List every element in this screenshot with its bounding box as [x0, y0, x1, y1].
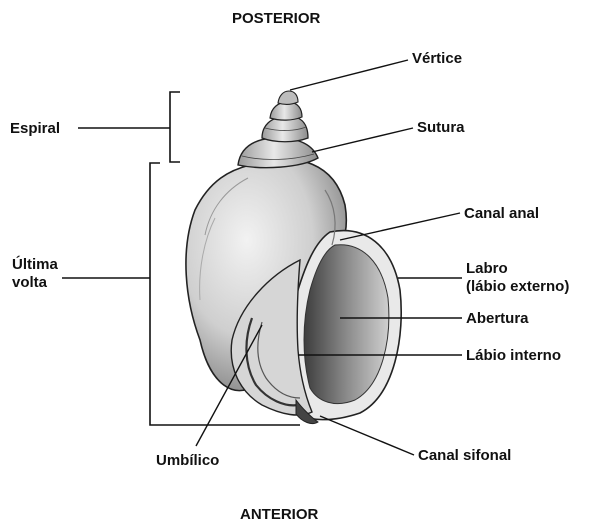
spire-whorl-3 — [238, 138, 318, 168]
leader-vertice — [290, 60, 408, 90]
label-espiral: Espiral — [10, 120, 60, 138]
leader-canal-anal — [340, 213, 460, 240]
orientation-bottom-label: ANTERIOR — [240, 506, 318, 524]
label-ultima-volta-line2: volta — [12, 274, 58, 292]
label-canal-sifonal: Canal sifonal — [418, 447, 511, 465]
label-ultima-volta-line1: Última — [12, 256, 58, 274]
bracket-espiral — [160, 92, 180, 162]
leader-sutura — [312, 128, 413, 152]
spire-apex — [278, 91, 298, 104]
label-vertice: Vértice — [412, 50, 462, 68]
orientation-top-label: POSTERIOR — [232, 10, 320, 28]
label-labro-line1: Labro — [466, 260, 569, 278]
label-umbilico: Umbílico — [156, 452, 219, 470]
label-labio-interno: Lábio interno — [466, 347, 561, 365]
label-labro: Labro (lábio externo) — [466, 260, 569, 296]
label-sutura: Sutura — [417, 119, 465, 137]
leader-canal-sifonal — [320, 416, 414, 455]
label-abertura: Abertura — [466, 310, 529, 328]
label-ultima-volta: Última volta — [12, 256, 58, 292]
label-canal-anal: Canal anal — [464, 205, 539, 223]
label-labro-line2: (lábio externo) — [466, 278, 569, 296]
